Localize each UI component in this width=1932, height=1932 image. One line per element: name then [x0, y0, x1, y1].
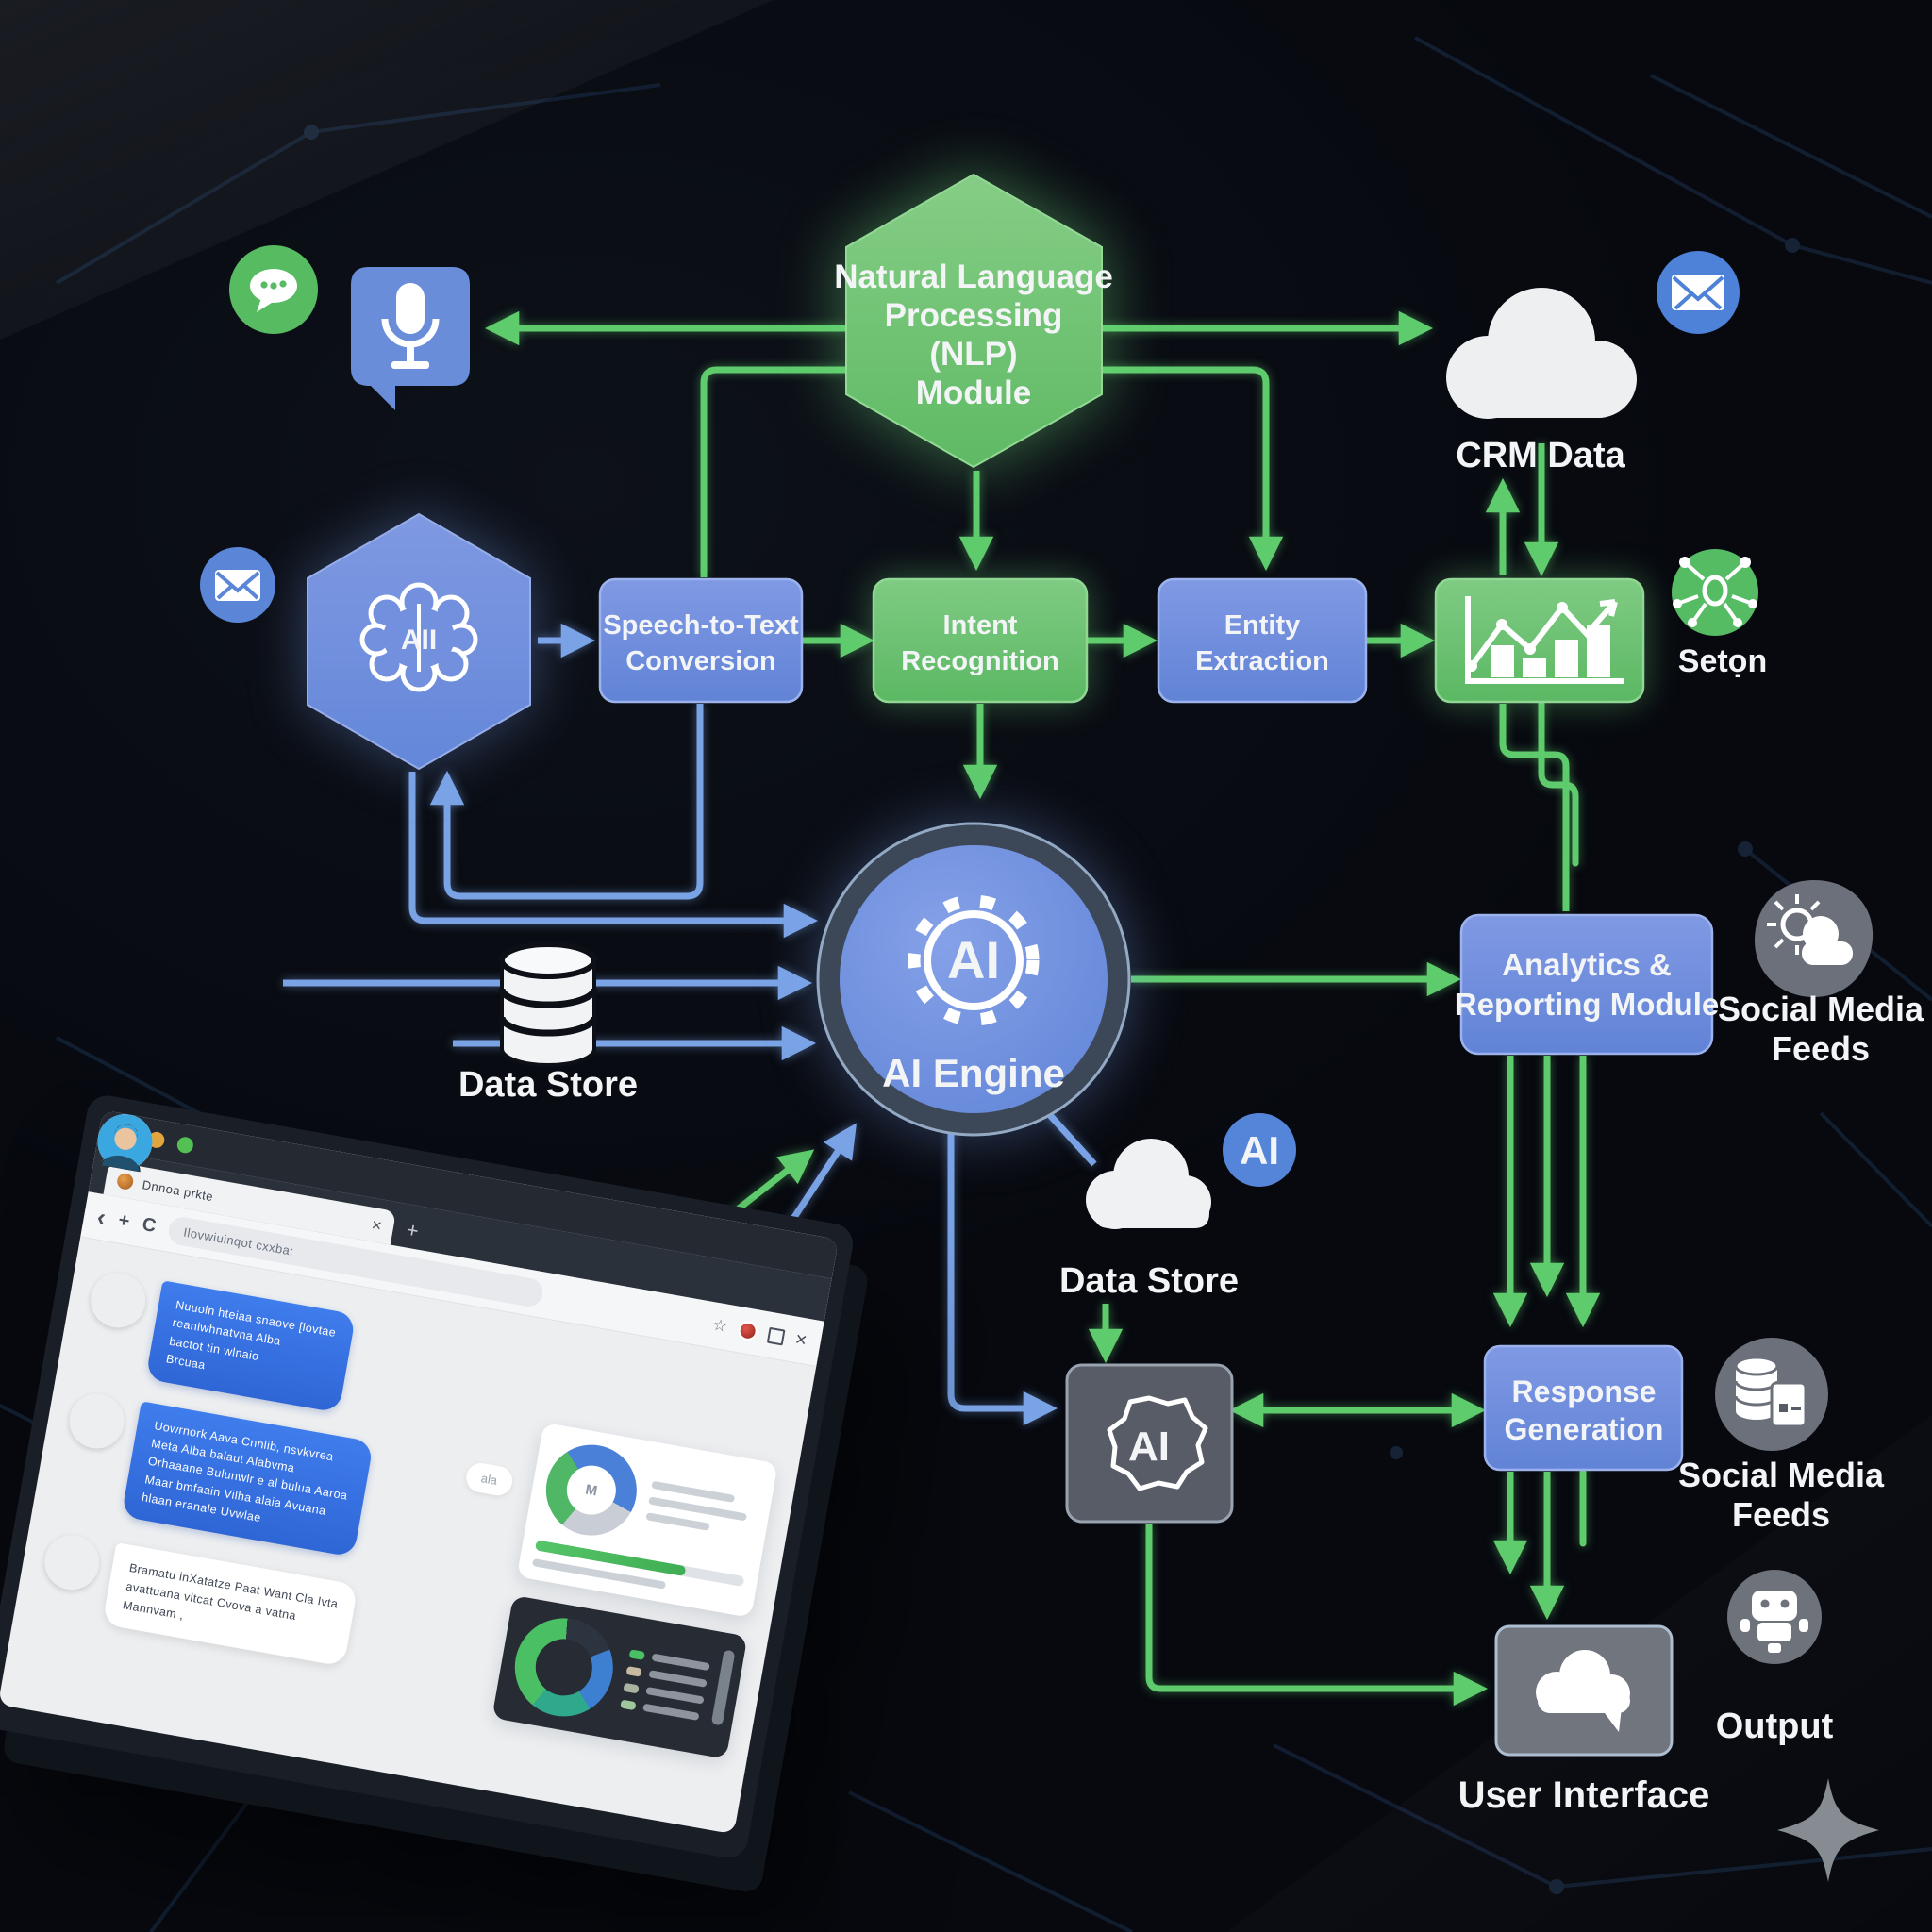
- analytics-card-light: M: [516, 1422, 778, 1619]
- response-generation-node: Response Generation: [1483, 1344, 1684, 1472]
- donut-chart-light: M: [539, 1437, 644, 1543]
- typing-indicator: ala: [463, 1460, 515, 1498]
- crm-label: CRM Data: [1456, 436, 1625, 475]
- zoom-traffic-light[interactable]: [175, 1135, 195, 1155]
- line-chart-stub: [1538, 700, 1579, 867]
- microphone-icon: [351, 267, 470, 410]
- analytics-node: Analytics & Reporting Module: [1455, 913, 1719, 1056]
- intent-recognition-node: Intent Recognition: [872, 577, 1089, 704]
- ui-label: User Interface: [1458, 1774, 1710, 1816]
- engine-icon-label: AI: [947, 930, 1000, 990]
- mail-icon-top: [1657, 251, 1740, 334]
- sparkle-icon: [1777, 1778, 1879, 1882]
- intent-label-2: Recognition: [901, 646, 1059, 676]
- data-store-cloud: Data Store: [1059, 1139, 1239, 1301]
- ai-badge-icon: AI: [1223, 1113, 1296, 1187]
- social-media-right-icon: Social Media Feeds: [1678, 1338, 1885, 1534]
- back-icon[interactable]: ‹: [94, 1202, 108, 1232]
- entity-extraction-node: Entity Extraction: [1157, 577, 1368, 704]
- chat-conversation: Nuuoln hteiaa snaove [lovtae reaniwhnatv…: [14, 1114, 537, 1809]
- arrow-nlp-to-entity: [1102, 366, 1284, 572]
- entity-label-1: Entity: [1224, 610, 1301, 641]
- response-label-2: Generation: [1505, 1412, 1664, 1446]
- analytics-label-1: Analytics &: [1502, 947, 1672, 982]
- gray-ai-label: AI: [1128, 1424, 1170, 1470]
- ai-badge-label: AI: [1240, 1128, 1279, 1173]
- line-nlp-to-speech: [700, 366, 846, 577]
- datastore-db-label: Data Store: [458, 1065, 638, 1105]
- intent-label-1: Intent: [943, 610, 1018, 641]
- arrow-engine-to-aibox: [947, 1132, 1058, 1426]
- chat-bubble-3: Bramatu inXatatze Paat Want Cla Ivta ava…: [102, 1542, 359, 1668]
- new-tab-icon[interactable]: +: [404, 1217, 421, 1243]
- nlp-label-1: Natural Language: [834, 258, 1113, 295]
- ai-brain-node: AII: [307, 512, 531, 771]
- seton-label: Setọn: [1678, 643, 1767, 679]
- tab-favicon: [115, 1171, 135, 1191]
- social-top-label-1: Social Media: [1718, 990, 1924, 1028]
- engine-label: AI Engine: [882, 1051, 1065, 1095]
- profile-icon[interactable]: [736, 1320, 758, 1342]
- chart-node: [1434, 577, 1645, 704]
- mail-icon-left: [200, 547, 275, 623]
- bookmark-star-icon[interactable]: ☆: [711, 1315, 729, 1336]
- add-icon[interactable]: +: [116, 1208, 132, 1232]
- avatar-female: [65, 1114, 153, 1452]
- network-icon-seton: Setọn: [1672, 549, 1767, 679]
- social-top-label-2: Feeds: [1772, 1029, 1870, 1068]
- data-store-database: Data Store: [458, 941, 638, 1105]
- brain-icon-label: AII: [401, 625, 437, 656]
- chat-icon: [229, 245, 318, 334]
- analytics-label-2: Reporting Module: [1455, 987, 1719, 1022]
- gray-ai-node: AI: [1065, 1363, 1234, 1524]
- browser-window: Dnnoa prkte ✕ + ‹ + C Ilovwiuinqot cxxba…: [0, 1092, 857, 1861]
- nlp-label-3: (NLP): [929, 336, 1017, 373]
- nlp-module-node: Natural Language Processing (NLP) Module: [834, 173, 1113, 469]
- chat-bubble-2: Uowrnork Aava Cnnlib, nsvkvrea Meta Alba…: [121, 1400, 375, 1558]
- output-icon: Output: [1716, 1570, 1834, 1746]
- maximize-icon[interactable]: [766, 1326, 786, 1345]
- social-right-label-2: Feeds: [1732, 1495, 1830, 1534]
- arrow-feedback-to-brainhex: [429, 704, 704, 900]
- user-interface-node: User Interface: [1458, 1624, 1710, 1816]
- speech-label-2: Conversion: [625, 646, 776, 676]
- speech-label-1: Speech-to-Text: [603, 610, 799, 641]
- tab-close-icon[interactable]: ✕: [370, 1216, 384, 1234]
- avatar-male: [87, 1114, 153, 1332]
- avatar-agent: [41, 1114, 153, 1594]
- reload-icon[interactable]: C: [141, 1213, 158, 1237]
- social-media-top-icon: Social Media Feeds: [1718, 880, 1924, 1068]
- datastore-cloud-label: Data Store: [1059, 1261, 1239, 1301]
- arrow-aibox-to-ui: [1145, 1524, 1489, 1707]
- nlp-label-4: Module: [916, 375, 1031, 411]
- response-label-1: Response: [1512, 1374, 1657, 1408]
- line-chart-to-analytics: [1499, 704, 1570, 911]
- analytics-card-dark: [491, 1594, 748, 1759]
- arrow-brainhex-to-engine: [408, 772, 819, 939]
- donut-chart-dark: [507, 1610, 622, 1724]
- dashboard-cards: M: [475, 1422, 778, 1835]
- crm-data-node: CRM Data: [1446, 288, 1637, 475]
- window-close-icon[interactable]: ✕: [792, 1331, 809, 1350]
- browser-content: Nuuoln hteiaa snaove [lovtae reaniwhnatv…: [0, 1114, 816, 1835]
- gear-ai-icon: AI: [908, 894, 1040, 1026]
- nlp-label-2: Processing: [885, 297, 1063, 334]
- light-streak: [0, 0, 774, 340]
- output-label: Output: [1716, 1707, 1834, 1746]
- speech-to-text-node: Speech-to-Text Conversion: [598, 577, 804, 704]
- bar-line-chart-icon: [1465, 596, 1624, 684]
- entity-label-2: Extraction: [1195, 646, 1329, 676]
- ai-engine-node: AI AI Engine: [816, 822, 1131, 1137]
- social-right-label-1: Social Media: [1678, 1456, 1885, 1494]
- donut-center-label: M: [562, 1461, 620, 1519]
